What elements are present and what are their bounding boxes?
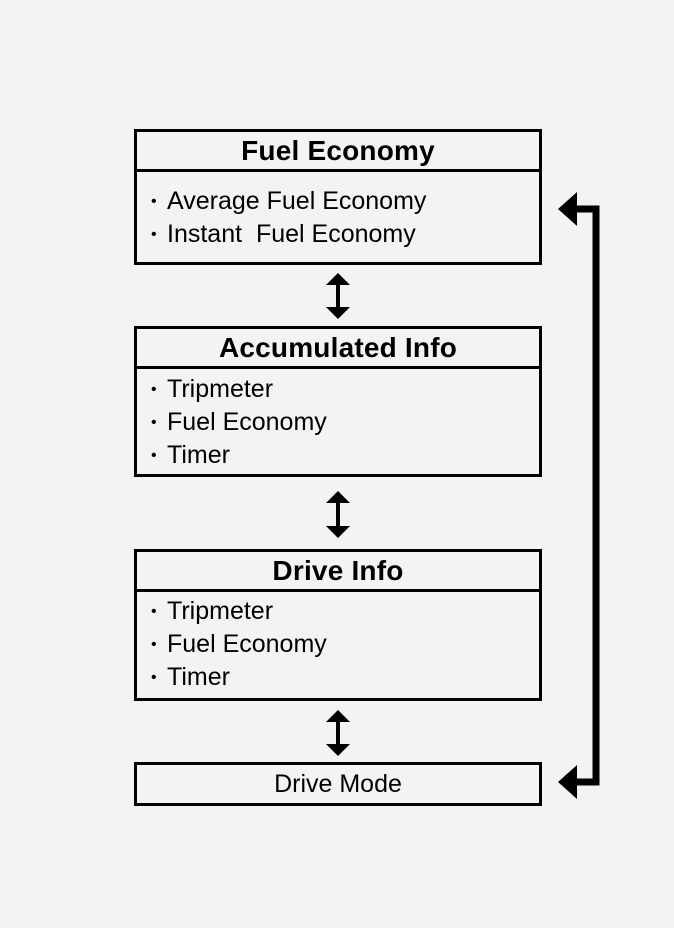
loop-arrow-icon bbox=[558, 192, 600, 799]
bullet-icon: • bbox=[151, 603, 157, 620]
fuel-economy-title: Fuel Economy bbox=[137, 132, 539, 172]
list-item-label: Average Fuel Economy bbox=[167, 187, 427, 215]
accumulated-info-title: Accumulated Info bbox=[137, 329, 539, 369]
drive-info-list: • Tripmeter • Fuel Economy • Timer bbox=[137, 592, 539, 694]
double-arrow-icon bbox=[326, 710, 350, 756]
list-item-label: Timer bbox=[167, 441, 230, 469]
list-item: • Tripmeter bbox=[151, 373, 539, 406]
bullet-icon: • bbox=[151, 226, 157, 243]
bullet-icon: • bbox=[151, 447, 157, 464]
bullet-icon: • bbox=[151, 381, 157, 398]
list-item: • Average Fuel Economy bbox=[151, 185, 539, 218]
list-item: • Fuel Economy bbox=[151, 406, 539, 439]
bullet-icon: • bbox=[151, 636, 157, 653]
list-item: • Fuel Economy bbox=[151, 628, 539, 661]
list-item-label: Fuel Economy bbox=[167, 630, 327, 658]
list-item: • Timer bbox=[151, 439, 539, 472]
bullet-icon: • bbox=[151, 414, 157, 431]
double-arrow-icon bbox=[326, 273, 350, 319]
bullet-icon: • bbox=[151, 669, 157, 686]
list-item-label: Tripmeter bbox=[167, 597, 274, 625]
list-item: • Instant Fuel Economy bbox=[151, 218, 539, 251]
drive-info-panel: Drive Info • Tripmeter • Fuel Economy • Tim… bbox=[134, 549, 542, 701]
list-item: • Tripmeter bbox=[151, 595, 539, 628]
list-item-label: Tripmeter bbox=[167, 375, 274, 403]
fuel-economy-panel: Fuel Economy • Average Fuel Economy • Inst… bbox=[134, 129, 542, 265]
fuel-economy-list: • Average Fuel Economy • Instant Fuel Econ… bbox=[137, 172, 539, 251]
accumulated-info-list: • Tripmeter • Fuel Economy • Timer bbox=[137, 369, 539, 472]
list-item: • Timer bbox=[151, 661, 539, 694]
bullet-icon: • bbox=[151, 193, 157, 210]
list-item-label: Instant Fuel Economy bbox=[167, 220, 416, 248]
accumulated-info-panel: Accumulated Info • Tripmeter • Fuel Econom… bbox=[134, 326, 542, 477]
drive-mode-box: Drive Mode bbox=[134, 762, 542, 806]
list-item-label: Timer bbox=[167, 663, 230, 691]
list-item-label: Fuel Economy bbox=[167, 408, 327, 436]
double-arrow-icon bbox=[326, 491, 350, 538]
drive-info-title: Drive Info bbox=[137, 552, 539, 592]
